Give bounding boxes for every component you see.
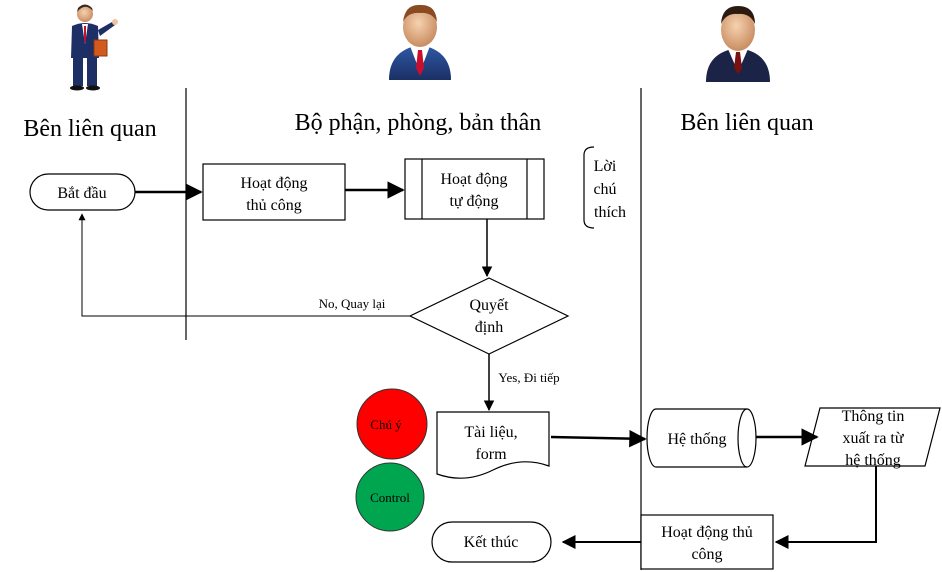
automated-activity-label-line2: tự động: [449, 193, 498, 210]
start-label: Bắt đầu: [57, 185, 106, 202]
start-node[interactable]: Bắt đầu: [29, 173, 136, 211]
decision-label-line2: định: [475, 319, 503, 336]
end-node[interactable]: Kết thúc: [431, 521, 552, 563]
end-label: Kết thúc: [464, 534, 519, 551]
manager-avatar-icon: [706, 6, 770, 82]
automated-activity-node[interactable]: Hoạt động tự động: [404, 158, 545, 220]
lane-middle-title: Bộ phận, phòng, bản thân: [295, 110, 542, 136]
lane-left-title: Bên liên quan: [23, 116, 156, 142]
document-node[interactable]: Tài liệu, form: [436, 411, 550, 479]
note-legend: Chú ý: [356, 388, 428, 460]
edge-label-yes: Yes, Đi tiếp: [498, 370, 559, 385]
edge-label-no: No, Quay lại: [319, 296, 386, 311]
decision-label-line1: Quyết: [469, 297, 509, 314]
arrow-decision-no-back: [78, 213, 410, 317]
note-legend-label: Chú ý: [370, 417, 402, 432]
comment-label-line2: chú: [593, 181, 616, 198]
document-label-line1: Tài liệu,: [464, 424, 517, 441]
system-output-label-line3: hệ thống: [845, 452, 901, 469]
system-output-node[interactable]: Thông tin xuất ra từ hệ thống: [804, 407, 941, 469]
comment-annotation[interactable]: Lời chú thích: [583, 146, 626, 229]
document-label-line2: form: [475, 446, 507, 463]
manual-activity-2-node[interactable]: Hoạt động thủ công: [640, 514, 774, 570]
control-legend: Control: [355, 462, 425, 532]
system-database-node[interactable]: Hệ thống: [646, 408, 757, 468]
comment-label-line3: thích: [594, 204, 626, 221]
lane-right-title: Bên liên quan: [680, 110, 813, 136]
manual-activity-node[interactable]: Hoạt động thủ công: [202, 163, 346, 221]
arrow-output-to-manual2: [774, 466, 877, 549]
manual-activity-label-line1: Hoạt động: [240, 175, 307, 192]
system-label: Hệ thống: [667, 431, 726, 448]
system-output-label-line2: xuất ra từ: [842, 430, 904, 447]
user-avatar-icon: [389, 4, 451, 80]
decision-node[interactable]: Quyết định: [408, 277, 570, 355]
automated-activity-label-line1: Hoạt động: [440, 171, 507, 188]
presenter-person-icon: [70, 4, 118, 91]
manual-activity-2-label-line1: Hoạt động thủ: [661, 524, 753, 541]
manual-activity-label-line2: thủ công: [246, 197, 302, 214]
comment-label-line1: Lời: [594, 158, 617, 175]
system-output-label-line1: Thông tin: [842, 408, 905, 425]
manual-activity-2-label-line2: công: [691, 546, 722, 563]
control-legend-label: Control: [370, 490, 410, 505]
arrow-document-to-system: [550, 429, 647, 448]
